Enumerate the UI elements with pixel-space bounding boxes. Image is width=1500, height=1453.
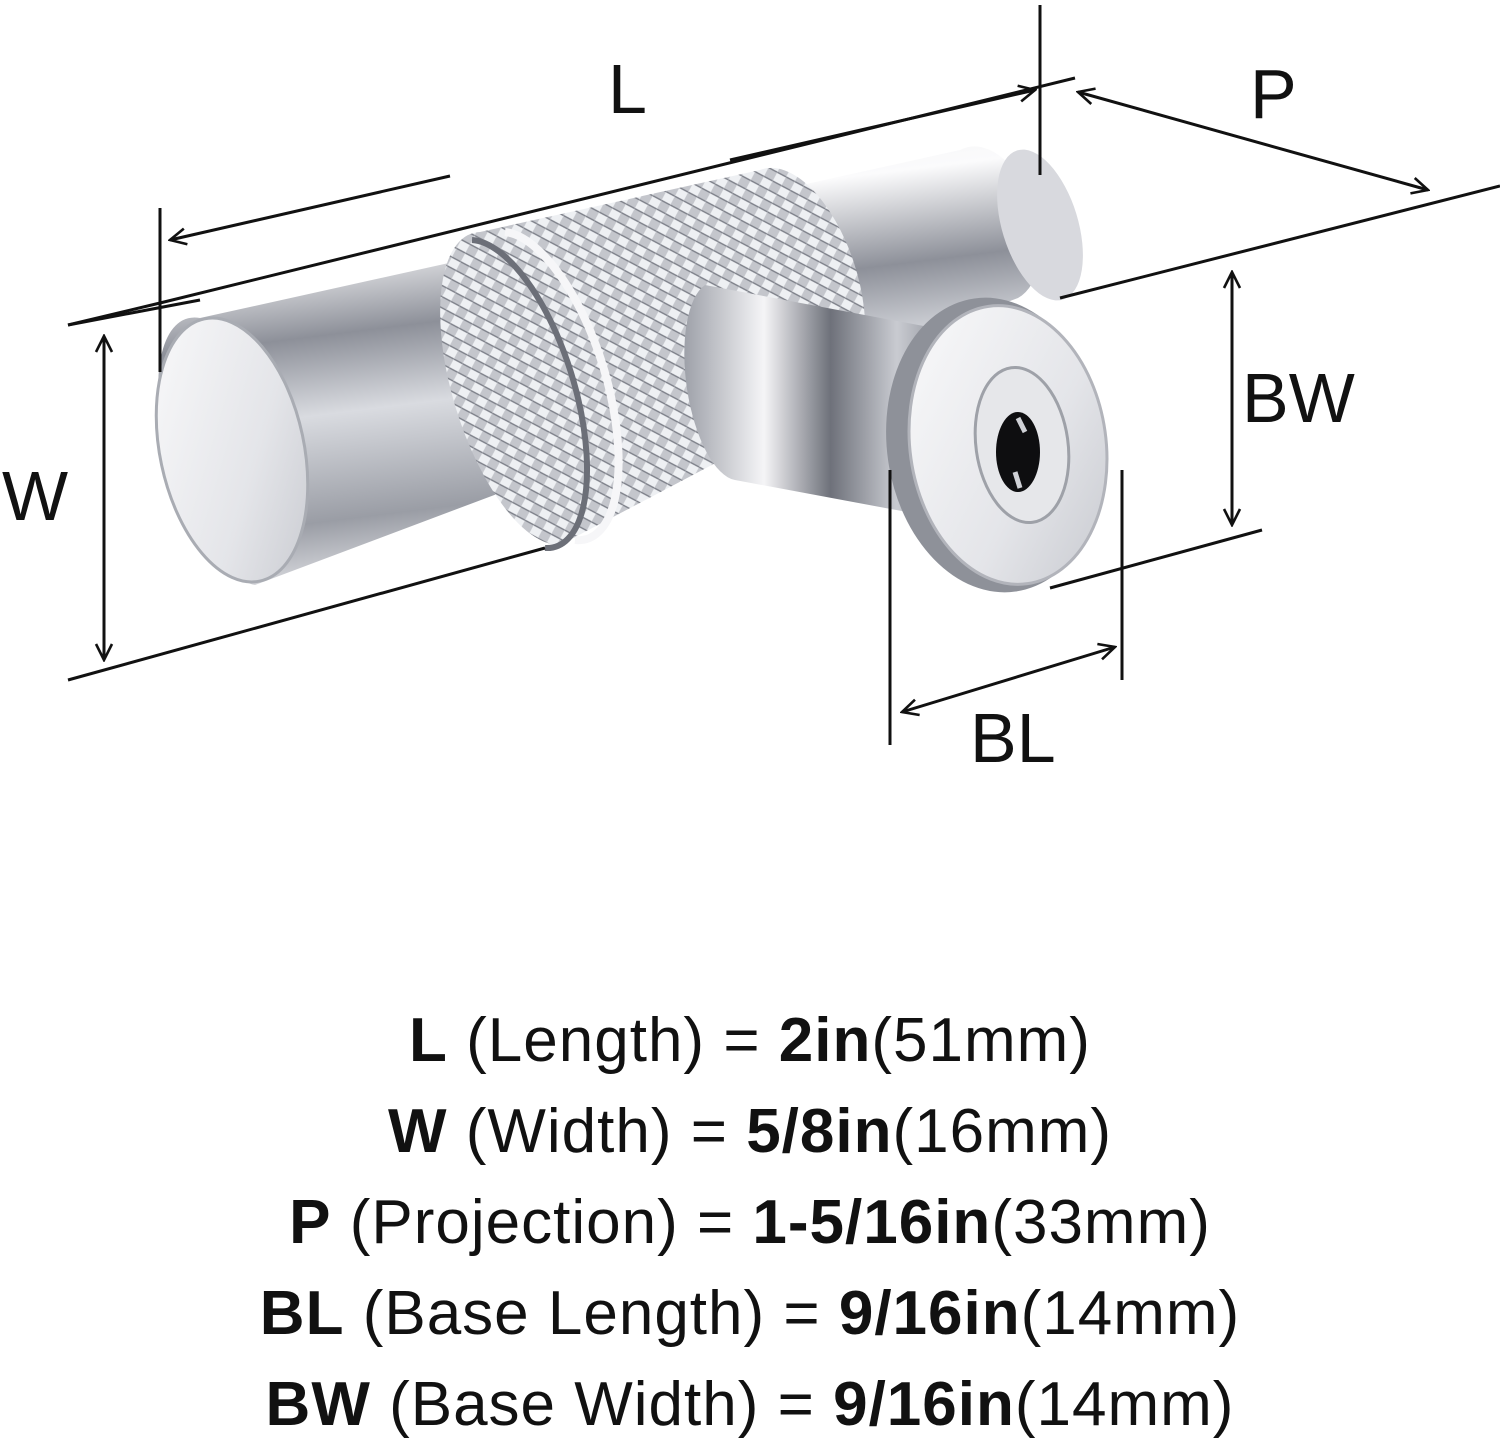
knob-bar-right-end [997,149,1083,301]
spec-millimeters: (51mm) [871,1006,1091,1075]
spec-inches: 2in [778,1006,872,1075]
spec-equals: = [777,1370,815,1439]
dimension-label-bw: BW [1242,359,1355,437]
sleeve-groove [504,228,623,545]
spec-inches: 9/16in [838,1279,1021,1348]
spec-equals: = [690,1097,728,1166]
spec-line-length: L (Length) = 2in(51mm) [0,995,1500,1086]
spec-code: P [289,1188,332,1257]
dimension-line-p [1078,92,1428,190]
spec-inches: 1-5/16in [752,1188,992,1257]
knob-illustration [154,146,1109,593]
dimension-line-bl [902,647,1115,712]
spec-description: (Width) [465,1097,673,1166]
spec-equals: = [783,1279,821,1348]
spec-equals: = [723,1006,761,1075]
knob-dimension-diagram: L P W BW BL [2,5,1500,777]
spec-millimeters: (16mm) [892,1097,1113,1166]
spec-description: (Projection) [349,1188,679,1257]
spec-code: W [387,1097,448,1166]
dimension-lines [67,5,1500,745]
dimension-line-l [170,174,451,240]
sleeve-groove [471,237,591,552]
dimension-label-p: P [1250,55,1297,133]
spec-description: (Length) [466,1006,706,1075]
extension-line [159,76,1076,305]
dimension-label-bl: BL [970,699,1056,777]
spec-inches: 5/8in [746,1097,893,1166]
spec-code: BW [265,1370,371,1439]
screw-hole [996,412,1040,492]
spec-inches: 9/16in [833,1370,1015,1439]
extension-line [67,546,546,682]
spec-millimeters: (14mm) [1014,1370,1235,1439]
spec-equals: = [696,1188,735,1257]
extension-line [1049,528,1263,590]
spec-millimeters: (14mm) [1020,1279,1241,1348]
spec-code: BL [259,1279,345,1348]
extension-line [67,298,201,327]
spec-description: (Base Width) [389,1370,760,1439]
knob-left-end-face [154,316,310,584]
spec-line-width: W (Width) = 5/8in(16mm) [0,1086,1500,1177]
spec-line-projection: P (Projection) = 1-5/16in(33mm) [0,1177,1500,1268]
dimension-label-l: L [608,50,647,128]
spec-line-base-length: BL (Base Length) = 9/16in(14mm) [0,1268,1500,1359]
spec-code: L [409,1006,448,1075]
spec-line-base-width: BW (Base Width) = 9/16in(14mm) [0,1359,1500,1450]
spec-millimeters: (33mm) [991,1188,1211,1257]
spec-description: (Base Length) [362,1279,766,1348]
extension-line [1059,184,1500,300]
screw-slot [1012,416,1028,489]
dimension-label-w: W [2,457,68,535]
knob-stem [684,285,950,520]
dimension-specs: L (Length) = 2in(51mm) W (Width) = 5/8in… [0,995,1500,1450]
